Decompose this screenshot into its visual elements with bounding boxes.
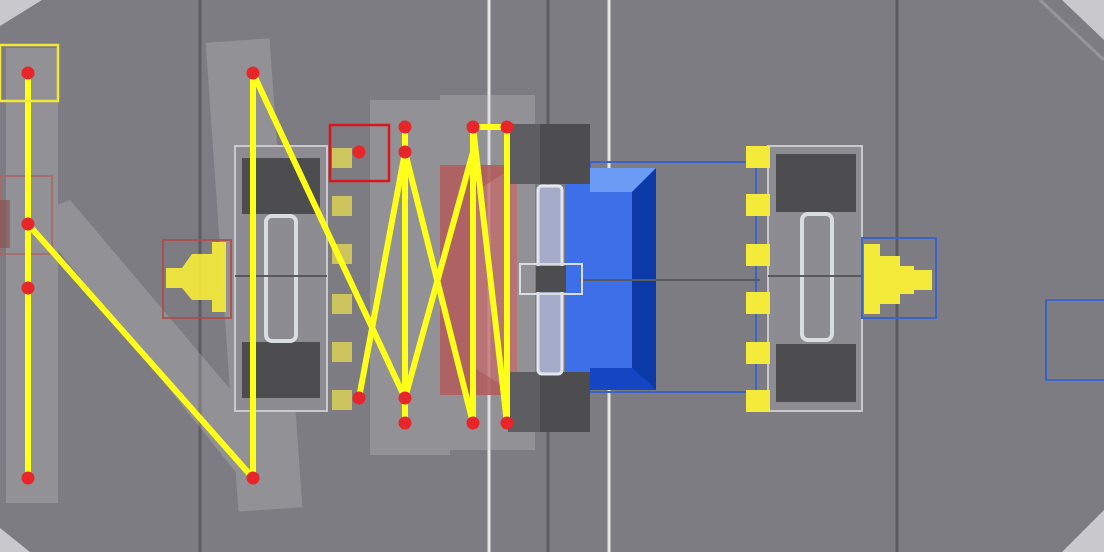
- trail-shadow: [30, 200, 290, 490]
- corner-bevel-right: [1038, 0, 1104, 62]
- waypoint-dot-icon[interactable]: [246, 66, 260, 80]
- waypoint-dot-icon[interactable]: [398, 120, 412, 134]
- waypoint-dot-icon[interactable]: [466, 120, 480, 134]
- waypoint-dot-icon[interactable]: [352, 145, 366, 159]
- cube: [746, 390, 770, 412]
- waypoint-dot-icon[interactable]: [352, 391, 366, 405]
- switch-block-top: [538, 124, 590, 184]
- waypoints: [21, 66, 514, 485]
- cube: [332, 148, 352, 168]
- right-tower-block-bottom: [776, 344, 856, 402]
- waypoint-dot-icon[interactable]: [500, 416, 514, 430]
- waypoint-dot-icon[interactable]: [246, 471, 260, 485]
- switch-block-top-left: [508, 124, 540, 184]
- left-goal-stack: [166, 242, 226, 312]
- cube: [746, 292, 770, 314]
- switch-pivot: [536, 266, 566, 292]
- left-tower: [234, 145, 328, 412]
- cube: [332, 196, 352, 216]
- start-waypoint-selection[interactable]: [0, 43, 60, 103]
- path-segment[interactable]: [356, 149, 408, 401]
- switch-block-bottom: [538, 372, 590, 432]
- path-segment[interactable]: [402, 149, 476, 401]
- waypoint-dot-icon[interactable]: [466, 416, 480, 430]
- trail-shadow: [6, 48, 58, 503]
- cube: [332, 390, 352, 410]
- red-platform-shade: [440, 165, 517, 395]
- corner-wall-top-left: [0, 0, 42, 26]
- cube: [332, 342, 352, 362]
- cube: [746, 244, 770, 266]
- blue-platform-bottom: [590, 368, 656, 390]
- waypoint-dot-icon[interactable]: [500, 120, 514, 134]
- blue-goal-outline: [861, 237, 937, 319]
- path-segment[interactable]: [470, 124, 510, 426]
- center-switch: [508, 124, 760, 432]
- cube-column-right: [746, 146, 770, 412]
- corner-wall-top-right: [1062, 0, 1104, 40]
- right-tower-block-top: [776, 154, 856, 212]
- cube: [332, 294, 352, 314]
- waypoint-dot-icon[interactable]: [21, 281, 35, 295]
- corner-wall-bottom-left: [0, 528, 30, 552]
- blue-platform-top: [590, 168, 656, 192]
- waypoint-dot-icon[interactable]: [21, 217, 35, 231]
- right-goal-stack: [864, 244, 932, 314]
- cube: [746, 342, 770, 364]
- cube: [746, 194, 770, 216]
- waypoint-dot-icon[interactable]: [21, 66, 35, 80]
- paths: [25, 70, 510, 481]
- switch-pivot-frame: [519, 263, 583, 295]
- path-segment[interactable]: [25, 70, 408, 481]
- selected-waypoint-box[interactable]: [328, 123, 391, 183]
- left-tower-rail: [264, 214, 298, 343]
- waypoint-dot-icon[interactable]: [398, 416, 412, 430]
- red-goal-outline: [162, 239, 232, 319]
- red-zone-marker: [0, 200, 10, 248]
- waypoint-dot-icon[interactable]: [398, 391, 412, 405]
- cube: [746, 146, 770, 168]
- right-tower: [767, 145, 863, 412]
- blue-zone-outline-far: [1045, 299, 1104, 381]
- waypoint-dot-icon[interactable]: [21, 471, 35, 485]
- waypoint-dot-icon[interactable]: [398, 145, 412, 159]
- corner-wall-bottom-right: [1062, 510, 1104, 552]
